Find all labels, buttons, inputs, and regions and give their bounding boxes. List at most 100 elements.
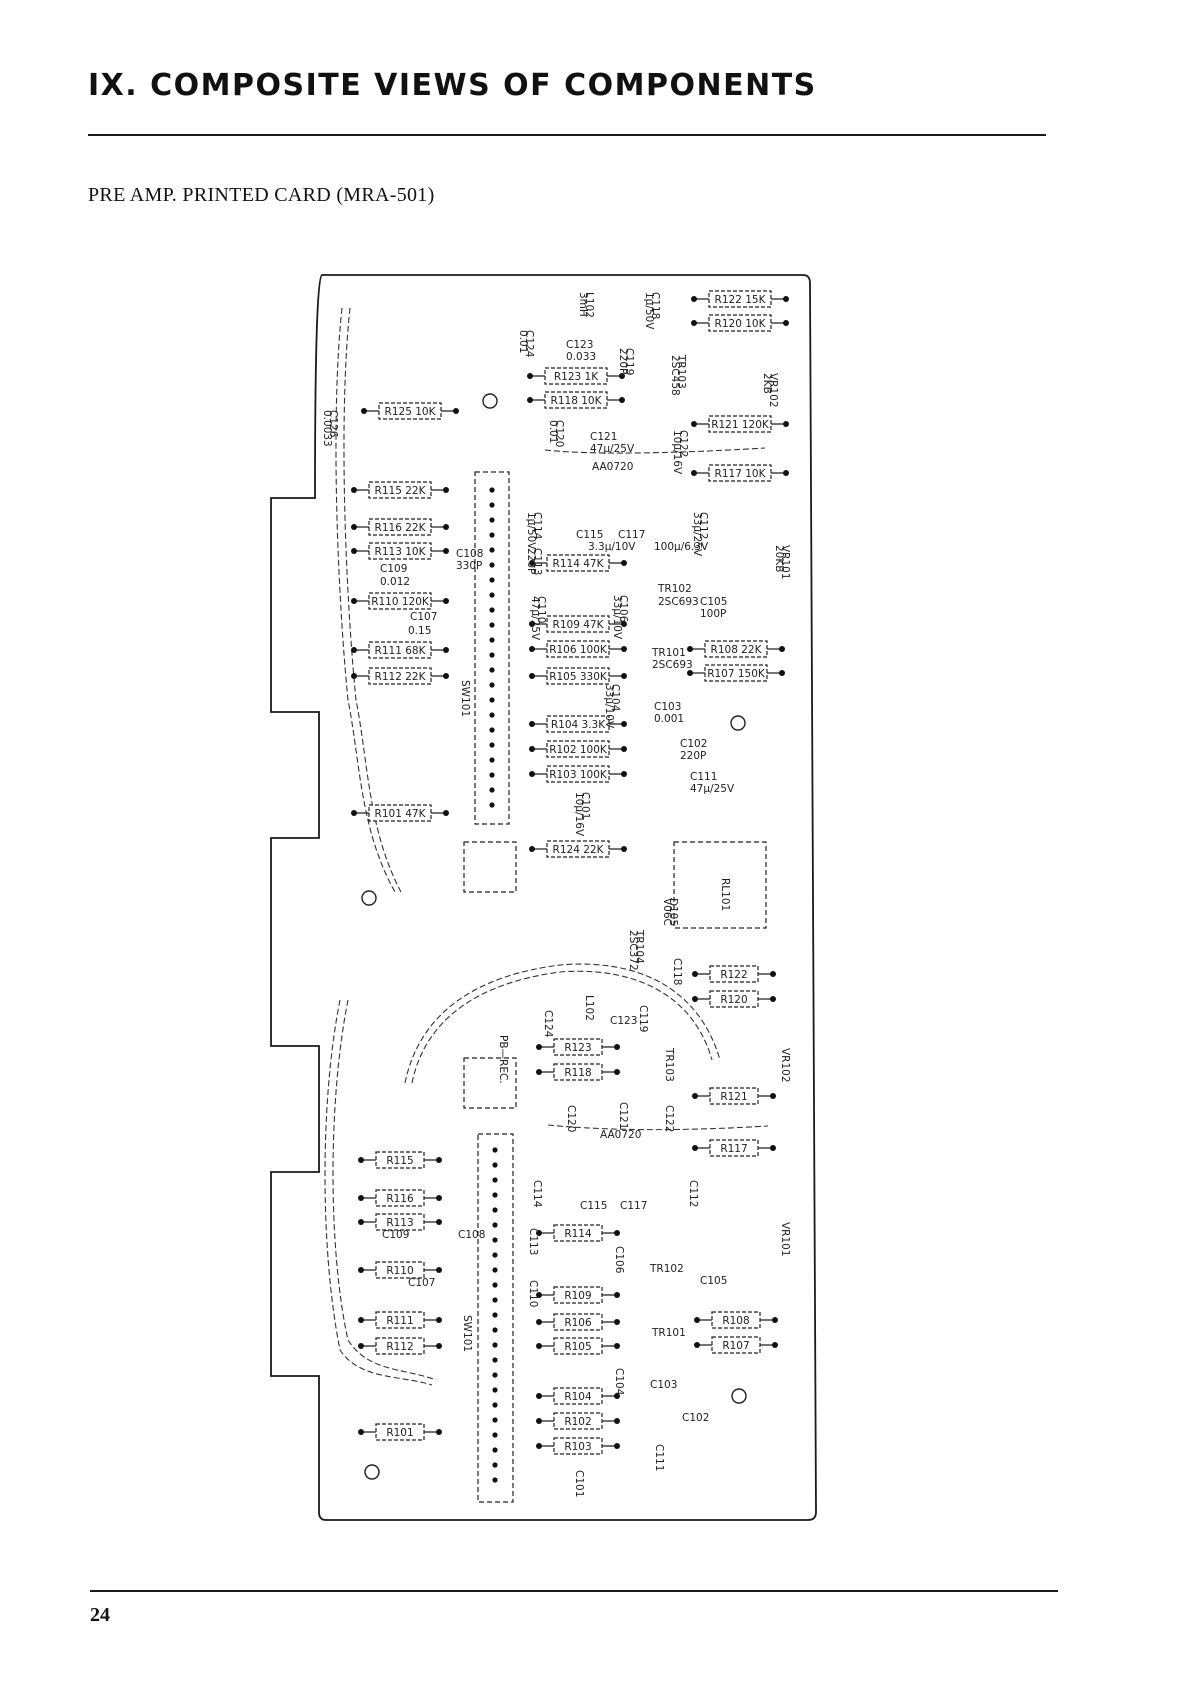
component-label: 330P <box>456 560 482 572</box>
component-label: V06C <box>661 898 673 926</box>
resistor: R102 100K <box>529 740 627 758</box>
component-label: C119 <box>637 1005 649 1032</box>
resistor: R123 <box>536 1038 620 1056</box>
resistor-label: R117 <box>720 1143 747 1155</box>
resistor-label: R111 68K <box>375 645 427 657</box>
component-label: C121 <box>617 1102 629 1129</box>
component-label: C122 <box>663 1105 675 1132</box>
resistor-label: R101 47K <box>375 808 427 820</box>
component-label: C119 <box>623 348 635 375</box>
component-label: C114 <box>531 512 543 540</box>
component-label: 1μ/50V <box>525 512 537 550</box>
component-label: 47μ/25V <box>590 443 635 455</box>
component-label: C120 <box>553 420 565 447</box>
component-label: C105 <box>700 1275 727 1287</box>
resistor: R125 10K <box>361 402 459 420</box>
resistor: R107 150K <box>687 664 785 682</box>
section-title: IX. COMPOSITE VIEWS OF COMPONENTS <box>88 68 817 103</box>
resistor: R109 47K <box>529 615 627 633</box>
resistor: R118 10K <box>527 391 625 409</box>
component-label: L102 <box>583 995 595 1021</box>
component-label: C102 <box>682 1412 709 1424</box>
component-label: C117 <box>618 529 645 541</box>
resistor-label: R104 3.3K <box>551 719 606 731</box>
component-label: C108 <box>458 1229 485 1241</box>
resistor-label: R110 120K <box>371 596 430 608</box>
component-label: AA0720 <box>600 1129 641 1141</box>
component-label: C106 <box>617 595 629 623</box>
resistor-label: R115 <box>386 1155 413 1167</box>
resistor: R101 47K <box>351 804 449 822</box>
resistor: R107 <box>694 1336 778 1354</box>
component-label: 2SC372 <box>627 930 639 971</box>
component-label: C105 <box>700 596 727 608</box>
resistor: R106 100K <box>529 640 627 658</box>
resistor: R110 <box>358 1261 442 1279</box>
bottom-divider <box>90 1590 1058 1592</box>
resistor: R114 <box>536 1224 620 1242</box>
component-label: 3.3μ/10V <box>588 541 636 553</box>
component-label: PB—REC. <box>497 1035 509 1084</box>
component-label: 0.012 <box>380 576 410 588</box>
resistor: R115 22K <box>351 481 449 499</box>
resistor-label: R112 <box>386 1341 413 1353</box>
component-label: 0.01 <box>517 330 529 353</box>
resistor-label: R111 <box>386 1315 413 1327</box>
component-label: C101 <box>573 1470 585 1497</box>
component-label: C107 <box>410 611 437 623</box>
resistor-label: R109 <box>564 1290 591 1302</box>
component-label: AA0720 <box>592 461 633 473</box>
resistor: R124 22K <box>529 840 627 858</box>
component-label: C124 <box>542 1010 554 1038</box>
component-label: TR104 <box>633 929 645 964</box>
component-label: C106 <box>613 1246 625 1274</box>
component-label: C102 <box>680 738 707 750</box>
resistor-label: R121 120K <box>711 419 770 431</box>
component-label: C121 <box>590 431 617 443</box>
card-subtitle: PRE AMP. PRINTED CARD (MRA-501) <box>88 184 435 206</box>
component-label: 0.033 <box>566 351 596 363</box>
bottom-resistors: R122R120R123R118R121R117R115R116R113R114… <box>358 965 778 1455</box>
component-label: L102 <box>583 292 595 318</box>
component-label: C115 <box>580 1200 607 1212</box>
resistor-label: R107 150K <box>707 668 766 680</box>
resistor-label: R112 22K <box>375 671 427 683</box>
resistor: R112 22K <box>351 667 449 685</box>
top-divider <box>88 134 1046 136</box>
component-label: C103 <box>650 1379 677 1391</box>
resistor: R110 120K <box>351 592 449 610</box>
component-label: C104 <box>609 684 621 712</box>
resistor-label: R125 10K <box>385 406 437 418</box>
component-label: 220P <box>680 750 706 762</box>
component-label: 47μ/25V <box>529 596 541 641</box>
component-label: 0.15 <box>408 625 431 637</box>
component-label: TR103 <box>663 1047 675 1082</box>
component-label: C112 <box>687 1180 699 1207</box>
resistor: R118 <box>536 1063 620 1081</box>
resistor-label: R106 <box>564 1317 592 1329</box>
resistor-label: R121 <box>720 1091 747 1103</box>
component-label: 220P <box>525 548 537 574</box>
component-label: C122 <box>677 430 689 457</box>
resistor: R122 <box>692 965 776 983</box>
resistor: R101 <box>358 1423 442 1441</box>
resistor: R113 <box>358 1213 442 1231</box>
resistor-label: R123 1K <box>554 371 599 383</box>
component-label: 0.0033 <box>321 410 333 447</box>
component-label: C117 <box>620 1200 647 1212</box>
component-label: 10μ/16V <box>573 792 585 837</box>
resistor-label: R114 47K <box>553 558 605 570</box>
resistor: R117 <box>692 1139 776 1157</box>
resistor: R105 <box>536 1337 620 1355</box>
component-label: C109 <box>380 563 407 575</box>
component-label: 220P <box>617 348 629 374</box>
component-label: C113 <box>527 1228 539 1255</box>
component-label: 2SC693 <box>652 659 693 671</box>
resistor-label: R107 <box>722 1340 749 1352</box>
resistor-label: R118 10K <box>551 395 603 407</box>
component-label: 47μ/25V <box>690 783 735 795</box>
